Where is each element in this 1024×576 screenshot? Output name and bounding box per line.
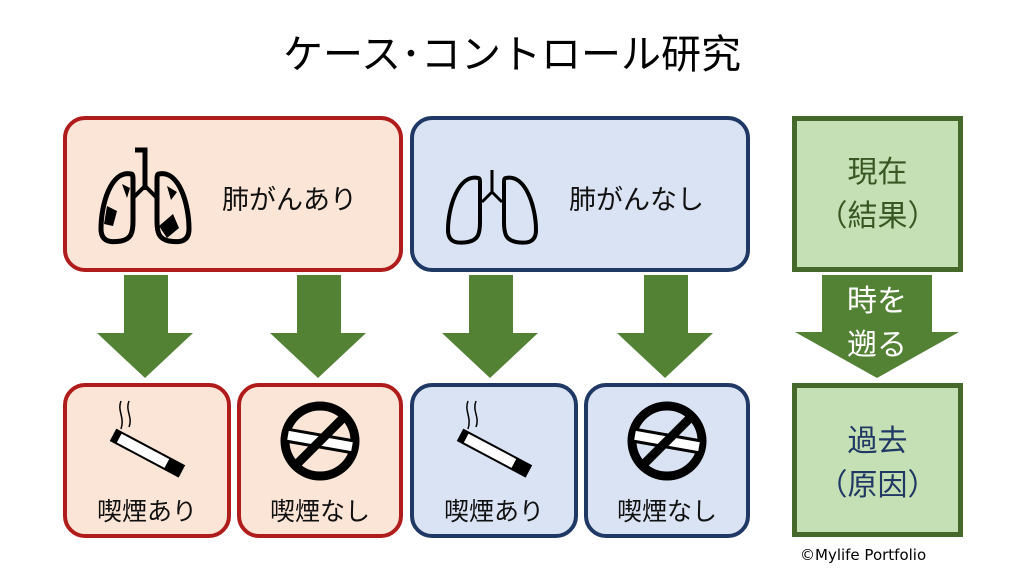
present-title: 現在 xyxy=(847,155,908,190)
past-box: 過去 （原因） xyxy=(792,383,963,537)
arrow-down-icon xyxy=(617,275,713,378)
cigarette-icon xyxy=(109,400,186,478)
cases-nonsmoking-box: 喫煙なし xyxy=(237,383,403,538)
time-arrow-label: 時を 遡る xyxy=(822,280,932,368)
cases-nonsmoking-label: 喫煙なし xyxy=(269,497,370,526)
arrow-down-icon xyxy=(270,275,366,378)
time-arrow-icon xyxy=(795,275,959,378)
page-title: ケース･コントロール研究 xyxy=(283,32,741,78)
time-arrow-line2: 遡る xyxy=(847,328,907,363)
healthy-lungs-icon xyxy=(445,170,539,245)
time-arrow-line1: 時を xyxy=(847,284,907,319)
controls-box: 肺がんなし xyxy=(410,116,750,272)
present-box: 現在 （結果） xyxy=(792,116,963,272)
no-smoking-icon xyxy=(627,401,707,481)
cases-label: 肺がんあり xyxy=(222,185,357,216)
controls-smoking-box: 喫煙あり xyxy=(410,383,578,538)
diseased-lungs-icon xyxy=(98,147,192,245)
cases-box: 肺がんあり xyxy=(63,116,403,272)
controls-label: 肺がんなし xyxy=(569,185,704,216)
arrow-down-icon xyxy=(442,275,538,378)
copyright: ©Mylife Portfolio xyxy=(800,546,927,564)
controls-nonsmoking-label: 喫煙なし xyxy=(616,497,717,526)
past-title: 過去 xyxy=(847,424,908,459)
arrow-down-icon xyxy=(97,275,193,378)
past-subtitle: （原因） xyxy=(817,468,938,503)
controls-nonsmoking-box: 喫煙なし xyxy=(584,383,750,538)
cases-smoking-label: 喫煙あり xyxy=(96,497,197,526)
controls-smoking-label: 喫煙あり xyxy=(443,497,544,526)
cases-smoking-box: 喫煙あり xyxy=(63,383,231,538)
present-subtitle: （結果） xyxy=(817,199,938,234)
no-smoking-icon xyxy=(280,401,360,481)
cigarette-icon xyxy=(456,400,533,478)
